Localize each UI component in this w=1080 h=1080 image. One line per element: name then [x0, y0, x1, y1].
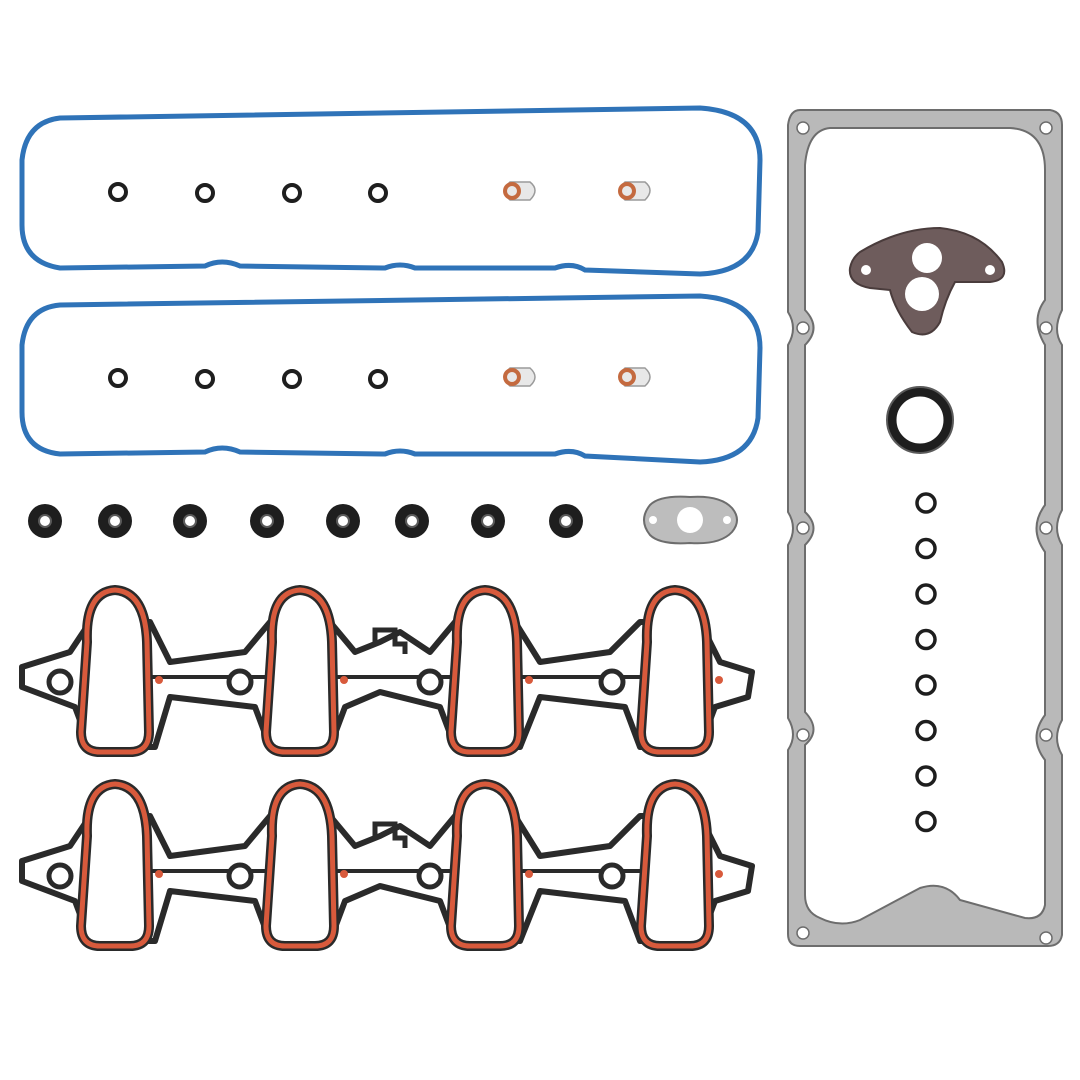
egr-bolt-hole [985, 265, 995, 275]
o-ring-icon [915, 674, 937, 696]
intake-bolt-lug [226, 862, 254, 890]
grommet-icon [173, 504, 207, 538]
valve-cover-gasket-bottom [19, 293, 763, 465]
intake-port-bead [78, 781, 152, 949]
o-ring-icon [915, 537, 937, 560]
intake-bolt-lug [46, 862, 74, 890]
grommet-icon [326, 504, 360, 538]
o-ring-icon [915, 810, 937, 833]
valve-cover-gasket-top [19, 105, 763, 277]
copper-washer-icon [503, 368, 521, 386]
small-o-ring-group [108, 182, 388, 203]
grommet-icon [250, 504, 284, 538]
intake-port-bead [263, 781, 337, 949]
bolt-hole [1039, 321, 1053, 335]
intake-bolt-lug [598, 668, 626, 696]
small-o-ring-group [108, 368, 388, 389]
o-ring-icon [368, 183, 388, 203]
grommet-icon [471, 504, 505, 538]
copper-washer-pair [503, 367, 651, 387]
intake-port-bead [448, 781, 522, 949]
bolt-hole [1039, 121, 1053, 135]
bolt-hole [1039, 521, 1053, 535]
intake-bolt-lug [416, 862, 444, 890]
bolt-hole [796, 321, 810, 335]
o-ring-icon [915, 583, 937, 605]
o-ring-icon [368, 369, 388, 389]
o-ring-icon [915, 765, 937, 787]
bolt-hole [796, 926, 810, 940]
intake-alignment-tab [372, 821, 408, 848]
intake-bolt-lug [46, 668, 74, 696]
o-ring-icon [282, 369, 302, 389]
spark-plug-seal-row [28, 504, 583, 538]
bead-dot [525, 870, 533, 878]
grommet-icon [395, 504, 429, 538]
o-ring-icon [915, 492, 937, 514]
bead-dot [340, 870, 348, 878]
plate-bolt-holes [796, 121, 1053, 945]
seal-ring-icon [887, 387, 953, 453]
intake-bolt-lug [416, 668, 444, 696]
o-ring-icon [195, 183, 215, 203]
bead-dot [340, 676, 348, 684]
o-ring-icon [108, 182, 128, 202]
bolt-hole [1039, 728, 1053, 742]
o-ring-icon [282, 183, 302, 203]
bolt-hole [1039, 931, 1053, 945]
intake-port-bead [78, 587, 152, 755]
egr-port [912, 243, 942, 273]
bead-dot [155, 676, 163, 684]
bolt-hole [796, 728, 810, 742]
bead-dot [715, 676, 723, 684]
valve-cover-seal-loop [19, 105, 763, 277]
copper-washer-icon [503, 182, 521, 200]
intake-manifold-gasket-top [19, 584, 755, 757]
egr-bolt-hole [861, 265, 871, 275]
flange-bolt-hole [649, 516, 657, 524]
intake-port-bead [448, 587, 522, 755]
egr-valve-gasket [848, 226, 1006, 336]
valley-cover-plate-gasket [787, 109, 1063, 947]
copper-washer-icon [618, 182, 636, 200]
copper-washer-pair [503, 181, 651, 201]
egr-flange-gasket [643, 495, 738, 545]
bead-dot [155, 870, 163, 878]
bolt-hole [796, 121, 810, 135]
intake-alignment-tab [372, 627, 408, 654]
o-ring-icon [915, 628, 937, 651]
intake-port-bead [638, 587, 712, 755]
intake-port-bead [263, 587, 337, 755]
seal-edge [886, 386, 954, 454]
o-ring-icon [108, 368, 128, 388]
bead-dot [715, 870, 723, 878]
intake-port-bead [638, 781, 712, 949]
intake-bolt-lug [598, 862, 626, 890]
flange-bolt-hole [723, 516, 731, 524]
bead-dot [525, 676, 533, 684]
flange-port [677, 507, 703, 533]
intake-bolt-lug [226, 668, 254, 696]
valley-o-ring-column [915, 492, 937, 833]
egr-port [905, 277, 939, 311]
o-ring-icon [915, 719, 937, 742]
grommet-icon [98, 504, 132, 538]
intake-manifold-gasket-bottom [19, 778, 755, 951]
grommet-icon [28, 504, 62, 538]
bolt-hole [796, 521, 810, 535]
plate-window [804, 127, 1046, 925]
o-ring-icon [195, 369, 215, 389]
copper-washer-icon [618, 368, 636, 386]
oil-seal [886, 386, 954, 454]
valve-cover-seal-loop [19, 293, 763, 465]
grommet-icon [549, 504, 583, 538]
